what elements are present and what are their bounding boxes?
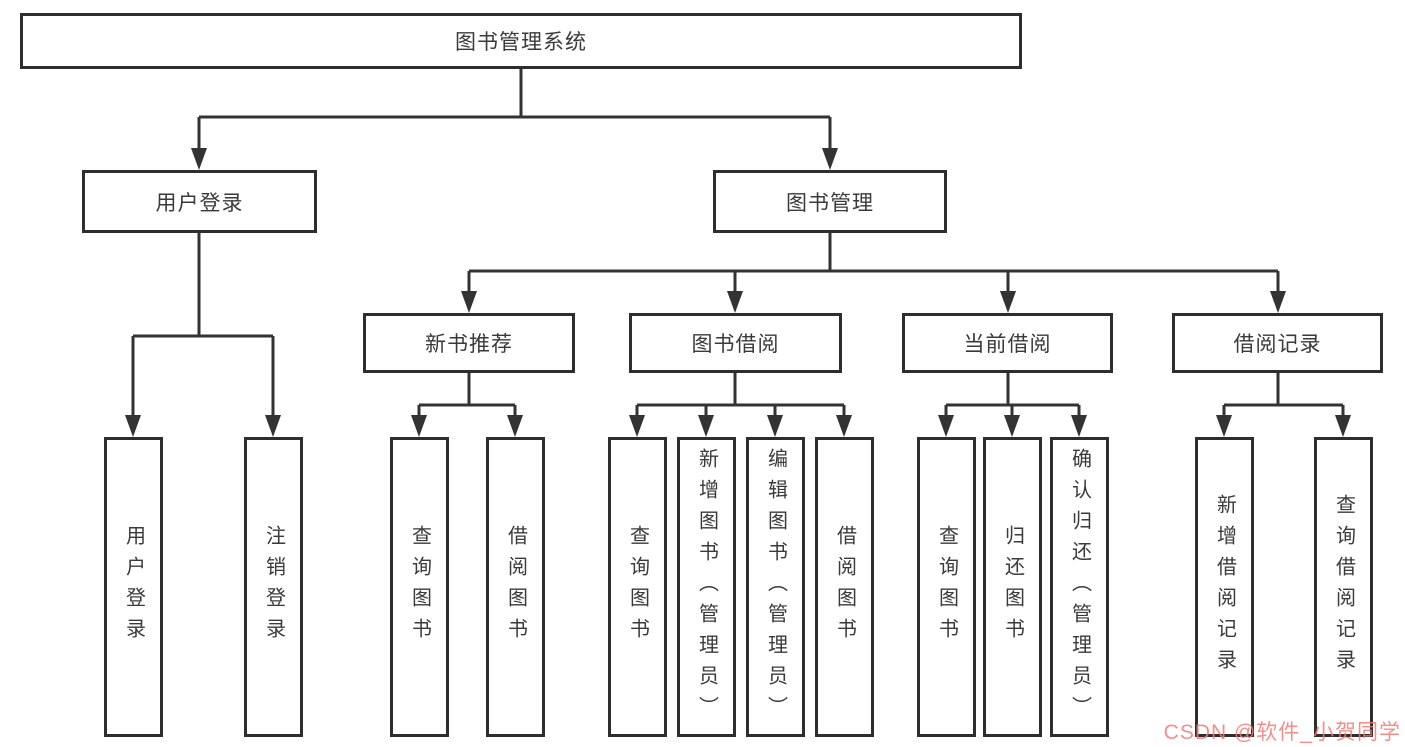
- node-book-management-label: 图书管理: [786, 191, 874, 215]
- watermark: CSDN @软件_小贺同学: [1163, 721, 1401, 744]
- node-add-borrow-record-label: 新增借阅记录: [1213, 494, 1236, 680]
- node-user-login-leaf: 用户登录: [104, 437, 163, 737]
- node-query-borrow-record-label: 查询借阅记录: [1332, 494, 1355, 680]
- node-borrow-records: 借阅记录: [1172, 313, 1383, 373]
- node-book-borrow: 图书借阅: [629, 313, 842, 373]
- node-edit-book-admin: 编辑图书（管理员）: [746, 437, 805, 737]
- node-user-login-label: 用户登录: [155, 191, 244, 215]
- node-root-label: 图书管理系统: [455, 31, 587, 54]
- node-current-borrow: 当前借阅: [902, 313, 1113, 373]
- node-new-book-recommend-label: 新书推荐: [425, 333, 513, 356]
- node-add-borrow-record: 新增借阅记录: [1195, 437, 1254, 737]
- node-borrow-records-label: 借阅记录: [1233, 333, 1322, 356]
- node-book-borrow-label: 图书借阅: [691, 333, 780, 356]
- node-borrow-books-2: 借阅图书: [815, 437, 874, 737]
- node-borrow-books-2-label: 借阅图书: [833, 525, 856, 649]
- node-logout-label: 注销登录: [262, 525, 285, 649]
- node-query-books-3-label: 查询图书: [935, 525, 958, 649]
- node-query-books-1: 查询图书: [390, 437, 449, 737]
- node-add-book-admin-label: 新增图书（管理员）: [695, 447, 718, 727]
- node-user-login-leaf-label: 用户登录: [122, 525, 145, 649]
- node-edit-book-admin-label: 编辑图书（管理员）: [764, 447, 787, 727]
- node-borrow-books-1-label: 借阅图书: [504, 525, 527, 649]
- node-book-management: 图书管理: [713, 170, 947, 233]
- node-return-books: 归还图书: [983, 437, 1042, 737]
- node-confirm-return-admin-label: 确认归还（管理员）: [1068, 447, 1091, 727]
- node-user-login: 用户登录: [82, 170, 317, 233]
- node-logout: 注销登录: [244, 437, 303, 737]
- node-query-books-2-label: 查询图书: [626, 525, 649, 649]
- node-query-books-1-label: 查询图书: [408, 525, 431, 649]
- node-query-books-3: 查询图书: [917, 437, 976, 737]
- node-query-books-2: 查询图书: [608, 437, 667, 737]
- node-confirm-return-admin: 确认归还（管理员）: [1050, 437, 1109, 737]
- node-current-borrow-label: 当前借阅: [963, 333, 1052, 356]
- node-query-borrow-record: 查询借阅记录: [1314, 437, 1373, 737]
- node-borrow-books-1: 借阅图书: [486, 437, 545, 737]
- node-new-book-recommend: 新书推荐: [363, 313, 575, 373]
- node-root: 图书管理系统: [20, 13, 1022, 69]
- node-return-books-label: 归还图书: [1001, 525, 1024, 649]
- node-add-book-admin: 新增图书（管理员）: [677, 437, 736, 737]
